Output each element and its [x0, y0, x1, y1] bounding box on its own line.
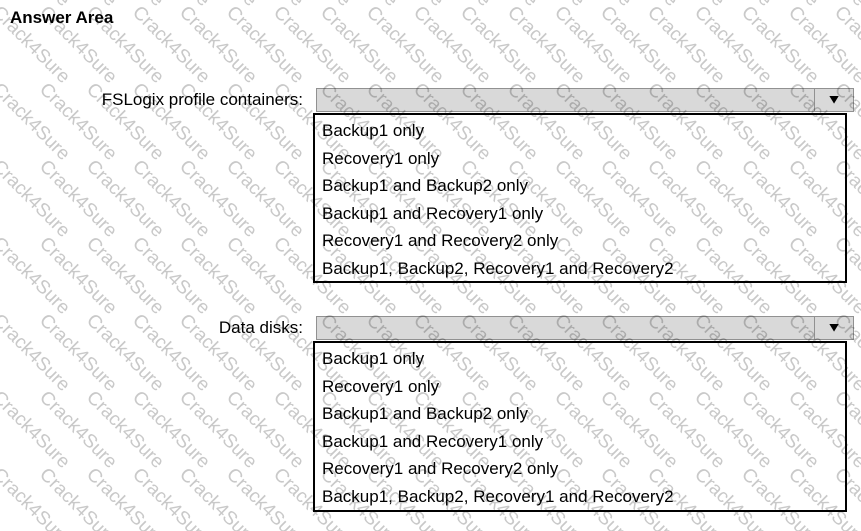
watermark-text: Crack4Sure [783, 2, 861, 88]
watermark-text: Crack4Sure [736, 0, 823, 11]
data-disks-dropdown-value[interactable] [317, 317, 814, 339]
watermark-text: Crack4Sure [0, 156, 74, 242]
watermark-text: Crack4Sure [0, 233, 74, 319]
watermark-text: Crack4Sure [222, 156, 308, 242]
watermark-text: Crack4Sure [34, 233, 121, 319]
question-label-fslogix: FSLogix profile containers: [101, 90, 303, 109]
dropdown-option[interactable]: Recovery1 only [322, 376, 440, 396]
watermark-text: Crack4Sure [596, 0, 683, 11]
watermark-text: Crack4Sure [221, 0, 308, 11]
watermark-text: Crack4Sure [502, 0, 589, 11]
watermark-text: Crack4Sure [502, 2, 589, 88]
watermark-text: Crack4Sure [222, 233, 308, 319]
watermark-text: Crack4Sure [34, 156, 121, 242]
watermark-text: Crack4Sure [175, 156, 262, 242]
watermark-text: Crack4Sure [783, 0, 861, 11]
dropdown-option[interactable]: Backup1 and Recovery1 only [322, 203, 544, 223]
watermark-text: Crack4Sure [222, 464, 308, 531]
dropdown-option[interactable]: Backup1, Backup2, Recovery1 and Recovery… [322, 258, 674, 278]
dropdown-option[interactable]: Backup1, Backup2, Recovery1 and Recovery… [322, 486, 674, 506]
dropdown-option[interactable]: Backup1 only [322, 121, 425, 140]
watermark-text: Crack4Sure [362, 0, 449, 11]
dropdown-option[interactable]: Recovery1 only [322, 148, 440, 168]
watermark-text: Crack4Sure [596, 2, 683, 88]
watermark-text: Crack4Sure [175, 0, 261, 11]
watermark-text: Crack4Sure [0, 387, 74, 473]
watermark-text: Crack4Sure [315, 2, 402, 88]
dropdown-option[interactable]: Backup1 and Recovery1 only [322, 431, 544, 451]
watermark-text: Crack4Sure [222, 2, 308, 88]
watermark-text: Crack4Sure [128, 0, 215, 11]
watermark-text: Crack4Sure [128, 233, 215, 319]
fslogix-dropdown-value[interactable] [317, 89, 814, 111]
watermark-text: Crack4Sure [128, 464, 215, 531]
watermark-text: Crack4Sure [643, 0, 729, 11]
page-title: Answer Area [10, 8, 114, 27]
dropdown-option[interactable]: Recovery1 and Recovery2 only [322, 459, 559, 478]
watermark-text: Crack4Sure [549, 2, 636, 88]
data-disks-options-listbox: Backup1 only Recovery1 only Backup1 and … [313, 341, 847, 512]
watermark-text: Crack4Sure [268, 0, 355, 11]
watermark-text: Crack4Sure [81, 464, 168, 531]
watermark-text: Crack4Sure [830, 2, 861, 88]
caret-down-icon: ▼ [826, 92, 842, 107]
fslogix-dropdown[interactable]: ▼ [316, 88, 854, 112]
watermark-text: Crack4Sure [175, 464, 262, 531]
dropdown-option[interactable]: Backup1 and Backup2 only [322, 176, 529, 195]
watermark-text: Crack4Sure [81, 387, 168, 473]
watermark-text: Crack4Sure [455, 0, 542, 11]
data-disks-dropdown[interactable]: ▼ [316, 316, 854, 340]
watermark-text: Crack4Sure [315, 0, 402, 11]
watermark-text: Crack4Sure [175, 2, 262, 88]
watermark-text: Crack4Sure [456, 2, 542, 88]
question-label-data-disks: Data disks: [218, 318, 303, 337]
watermark-text: Crack4Sure [689, 0, 776, 11]
watermark-text: Crack4Sure [222, 387, 308, 473]
watermark-text: Crack4Sure [175, 387, 262, 473]
watermark-text: Crack4Sure [409, 0, 495, 11]
dropdown-option[interactable]: Backup1 and Backup2 only [322, 404, 529, 423]
watermark-text: Crack4Sure [643, 2, 730, 88]
fslogix-dropdown-arrow-button[interactable]: ▼ [814, 89, 853, 111]
fslogix-options-listbox: Backup1 only Recovery1 only Backup1 and … [313, 113, 847, 283]
watermark-text: Crack4Sure [34, 464, 121, 531]
watermark-text: Crack4Sure [736, 2, 823, 88]
watermark-text: Crack4Sure [0, 464, 74, 531]
watermark-text: Crack4Sure [81, 233, 168, 319]
dropdown-option[interactable]: Recovery1 and Recovery2 only [322, 231, 559, 250]
watermark-text: Crack4Sure [81, 156, 168, 242]
watermark-text: Crack4Sure [128, 156, 215, 242]
watermark-text: Crack4Sure [549, 0, 636, 11]
watermark-text: Crack4Sure [128, 387, 215, 473]
caret-down-icon: ▼ [826, 320, 842, 335]
watermark-text: Crack4Sure [268, 2, 355, 88]
watermark-text: Crack4Sure [175, 233, 262, 319]
watermark-text: Crack4Sure [128, 2, 215, 88]
watermark-text: Crack4Sure [409, 2, 496, 88]
watermark-text: Crack4Sure [34, 387, 121, 473]
watermark-text: Crack4Sure [830, 0, 861, 11]
data-disks-dropdown-arrow-button[interactable]: ▼ [814, 317, 853, 339]
watermark-text: Crack4Sure [362, 2, 449, 88]
dropdown-option[interactable]: Backup1 only [322, 349, 425, 368]
watermark-text: Crack4Sure [690, 2, 776, 88]
